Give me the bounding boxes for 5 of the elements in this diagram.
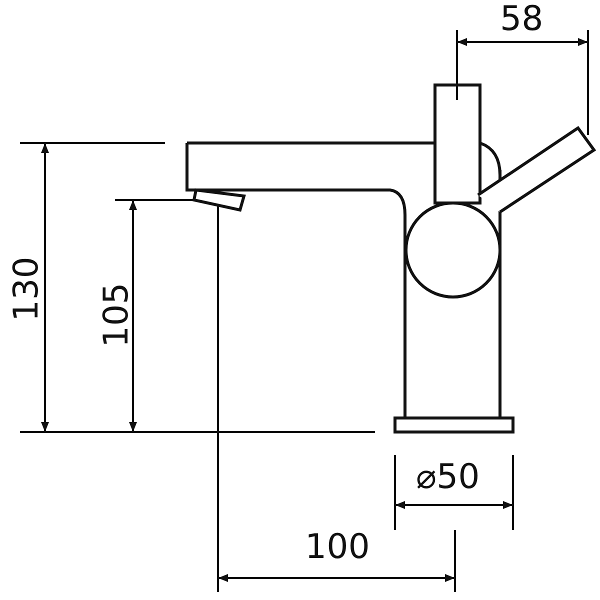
dimension-value: 100 bbox=[305, 530, 370, 564]
dimension-value: 105 bbox=[99, 282, 134, 348]
dimension-value: ⌀50 bbox=[416, 460, 480, 494]
dimension-value: 58 bbox=[500, 2, 544, 36]
dimension-value: 130 bbox=[9, 256, 44, 322]
